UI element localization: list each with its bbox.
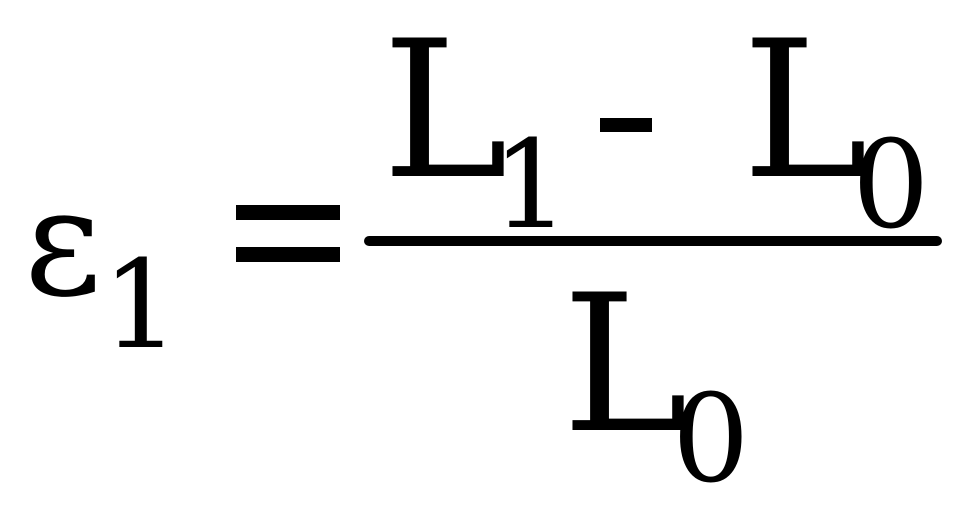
equals-sign-bottom-bar [236,247,340,262]
numerator-second-term: L [742,0,869,221]
numerator-first-subscript: 1 [492,114,570,256]
epsilon-subscript: 1 [102,234,180,376]
denominator-term: L [562,254,689,475]
equals-sign-top-bar [236,205,340,220]
minus-sign [600,118,652,132]
epsilon-symbol: ε [24,156,102,330]
numerator-first-term: L [382,0,509,221]
denominator-subscript: 0 [672,368,750,510]
fraction-bar [364,236,942,246]
numerator-second-subscript: 0 [852,114,930,256]
